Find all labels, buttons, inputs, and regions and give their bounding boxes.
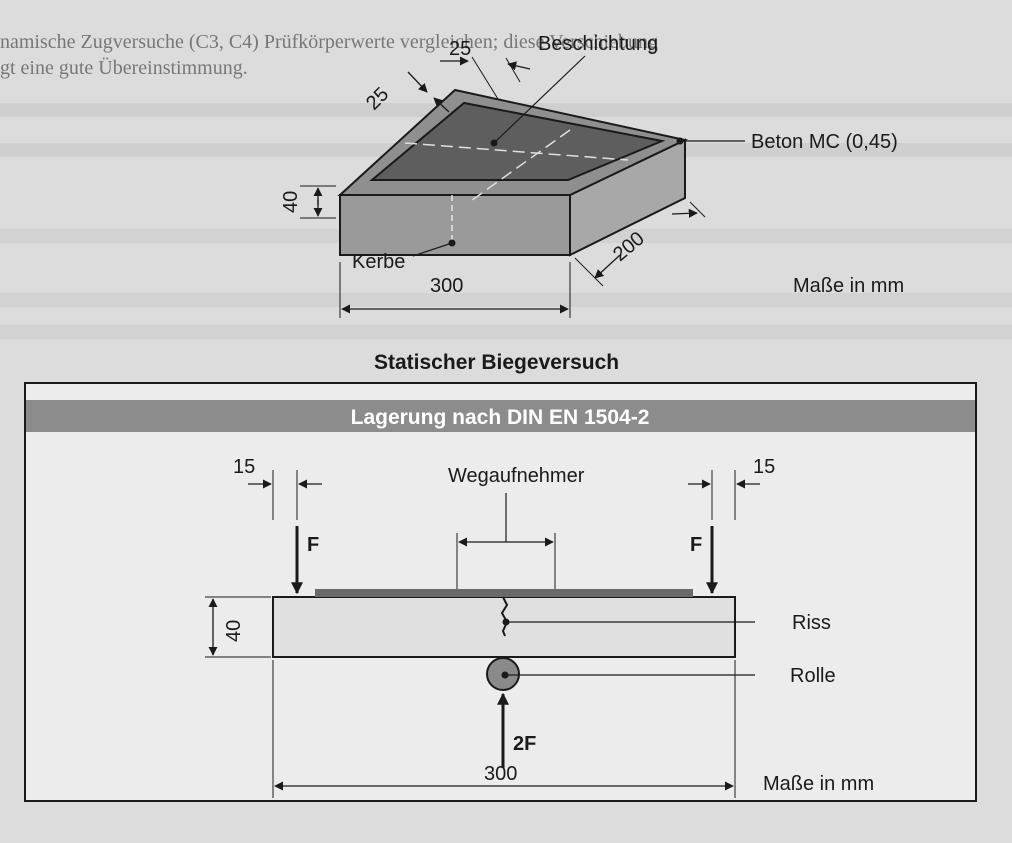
units-label-bottom: Maße in mm [763,773,874,795]
slab-front-face [339,194,571,256]
crack-line [500,596,509,637]
crack-label: Riss [792,612,831,634]
dim-height-label: 40 [280,191,302,213]
force-label-right: F [690,534,702,556]
dim-right-offset-label: 15 [753,456,775,478]
force-label-left: F [307,534,319,556]
coating-area [369,101,666,181]
units-label-top: Maße in mm [793,275,904,297]
notch-label: Kerbe [352,251,405,273]
background-text-line: namische Zugversuche (C3, C4) Prüfkörper… [0,31,658,53]
slab-isometric-figure: 25 25 Beschichtung Beton MC (0,45) 40 Ke… [280,33,904,318]
dim-left-offset-label: 15 [233,456,255,478]
figure-header: Lagerung nach DIN EN 1504-2 [351,406,650,429]
dim-height-bottom-label: 40 [223,620,245,642]
coating-label: Beschichtung [538,33,658,55]
dim-length-label: 300 [430,275,463,297]
transducer-label: Wegaufnehmer [448,465,585,487]
header-band [26,400,975,432]
dim-width-coating-label: 25 [449,38,471,60]
specimen-coating [315,589,693,597]
background-text-line: gt eine gute Übereinstimmung. [0,56,248,79]
force-label-bottom: 2F [513,733,536,755]
dim-length-bottom-label: 300 [484,763,517,785]
section-title: Statischer Biegeversuch [374,351,619,374]
roller-label: Rolle [790,665,836,687]
bending-test-figure: Lagerung nach DIN EN 1504-2 F F 2F 15 15… [24,382,977,802]
concrete-label: Beton MC (0,45) [751,131,898,153]
coating-pointer-dot [490,139,498,147]
